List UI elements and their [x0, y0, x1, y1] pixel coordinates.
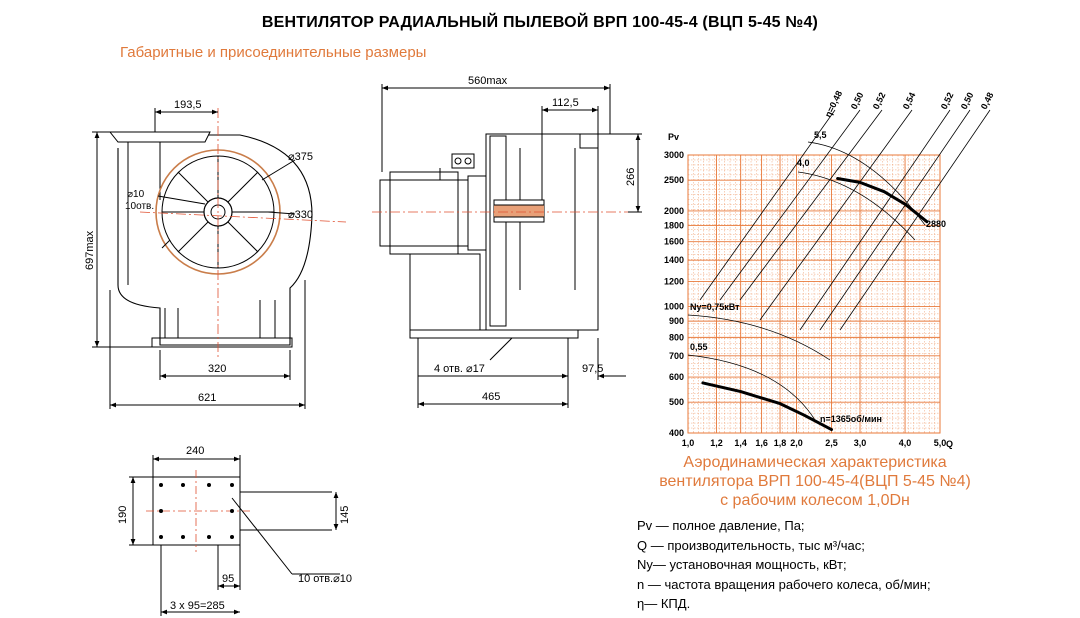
legend-item-ny: Ny— установочная мощность, кВт; — [637, 557, 847, 572]
x-tick-label: 1,2 — [710, 438, 723, 448]
efficiency-ray — [759, 109, 913, 321]
dim-266: 266 — [625, 168, 637, 186]
legend-item-pv: Pv — полное давление, Па; — [637, 518, 805, 533]
x-tick-label: 4,0 — [899, 438, 912, 448]
eff-label-6: 0,48 — [979, 91, 996, 111]
dim-4-holes: 4 отв. ⌀17 — [434, 363, 485, 375]
legend-item-eta: η— КПД. — [637, 596, 691, 611]
y-tick-label: 2500 — [664, 175, 684, 185]
y-tick-label: 700 — [669, 351, 684, 361]
y-tick-label: 500 — [669, 397, 684, 407]
series-label-2880: 2880 — [926, 219, 946, 229]
side-view-labels: 560max 112,5 266 4 отв. ⌀17 97,5 465 — [434, 75, 637, 403]
flange-view — [129, 455, 340, 616]
efficiency-ray — [699, 109, 836, 301]
power-curve — [687, 354, 816, 421]
dim-10-holes: 10 отв.⌀10 — [298, 573, 352, 585]
aero-title-line3: с рабочим колесом 1,0Dн — [720, 492, 910, 509]
power-curve — [687, 314, 831, 361]
y-tick-label: 900 — [669, 316, 684, 326]
chart-xlabel: Q — [946, 439, 953, 449]
aero-title-line1: Аэродинамическая характеристика — [683, 454, 947, 471]
eff-label-4: 0,52 — [939, 91, 956, 111]
dim-3x95: 3 x 95=285 — [170, 600, 225, 612]
y-tick-label: 2000 — [664, 206, 684, 216]
dim-hole-d: ⌀10 — [127, 189, 145, 200]
chart-ylabel: Pv — [668, 132, 679, 142]
eff-label-0: η=0,48 — [823, 89, 844, 119]
series-label-1365: n=1365об/мин — [820, 414, 882, 424]
legend: Pv — полное давление, Па; Q — производит… — [637, 516, 931, 614]
dim-hole-n: 10отв. — [125, 201, 154, 212]
page-subtitle: Габаритные и присоединительные размеры — [120, 44, 427, 61]
y-tick-label: 600 — [669, 372, 684, 382]
page-title: ВЕНТИЛЯТОР РАДИАЛЬНЫЙ ПЫЛЕВОЙ ВРП 100-45… — [261, 14, 819, 31]
x-tick-label: 1,4 — [734, 438, 747, 448]
dim-240: 240 — [186, 445, 204, 457]
efficiency-ray — [799, 109, 951, 331]
eff-label-5: 0,50 — [959, 91, 976, 111]
legend-item-n: n — частота вращения рабочего колеса, об… — [637, 576, 931, 592]
eff-label-1: 0,50 — [849, 91, 866, 111]
efficiency-ray — [719, 109, 861, 301]
side-view — [372, 84, 642, 408]
eff-label-2: 0,52 — [871, 91, 888, 111]
dim-95: 95 — [222, 573, 234, 585]
x-tick-label: 1,0 — [682, 438, 695, 448]
y-tick-label: 1400 — [664, 255, 684, 265]
dim-320: 320 — [208, 363, 226, 375]
chart-series — [701, 177, 929, 432]
x-tick-label: 2,0 — [790, 438, 803, 448]
x-tick-label: 2,5 — [825, 438, 838, 448]
dim-190: 190 — [117, 506, 129, 524]
power-curve — [797, 171, 916, 241]
y-tick-label: 3000 — [664, 150, 684, 160]
x-tick-label: 5,0 — [934, 438, 947, 448]
efficiency-ray — [739, 109, 883, 301]
flange-view-labels: 240 190 145 95 3 x 95=285 10 отв.⌀10 — [117, 445, 352, 612]
chart-frame — [687, 154, 941, 434]
front-view — [92, 108, 347, 409]
dim-560max: 560max — [468, 75, 508, 87]
dim-d375: ⌀375 — [288, 151, 313, 163]
y-tick-label: 800 — [669, 332, 684, 342]
y-tick-label: 1800 — [664, 220, 684, 230]
eff-label-3: 0,54 — [901, 91, 918, 111]
y-tick-label: 400 — [669, 428, 684, 438]
x-tick-label: 1,8 — [774, 438, 787, 448]
chart-grid — [687, 154, 941, 434]
annot-0-55: 0,55 — [690, 342, 708, 352]
aero-title-line2: вентилятора ВРП 100-45-4(ВЦП 5-45 №4) — [659, 473, 971, 490]
dim-697max: 697max — [84, 230, 96, 270]
dim-d330: ⌀330 — [288, 209, 313, 221]
dim-112-5: 112,5 — [552, 97, 579, 109]
annot-4-0: 4,0 — [797, 158, 810, 168]
dim-621: 621 — [198, 392, 216, 404]
dim-97-5: 97,5 — [582, 363, 603, 375]
front-view-labels: 193,5 ⌀375 ⌀330 ⌀10 10отв. 697max 320 62… — [84, 99, 313, 404]
chart-efficiency-lines — [687, 109, 991, 421]
x-tick-label: 3,0 — [854, 438, 867, 448]
dim-465: 465 — [482, 391, 500, 403]
series-curve — [836, 177, 929, 224]
dim-193-5: 193,5 — [174, 99, 202, 111]
aero-title: Аэродинамическая характеристика вентилят… — [600, 453, 1030, 510]
y-tick-label: 1200 — [664, 276, 684, 286]
dim-145: 145 — [339, 506, 351, 524]
annot-5-5: 5,5 — [814, 130, 827, 140]
legend-item-q: Q — производительность, тыс м³/час; — [637, 537, 865, 553]
y-tick-label: 1000 — [664, 302, 684, 312]
annot-ny: Ny=0,75кВт — [690, 302, 740, 312]
efficiency-ray — [839, 109, 991, 331]
series-curve — [701, 381, 833, 432]
x-tick-label: 1,6 — [755, 438, 768, 448]
y-tick-label: 1600 — [664, 237, 684, 247]
